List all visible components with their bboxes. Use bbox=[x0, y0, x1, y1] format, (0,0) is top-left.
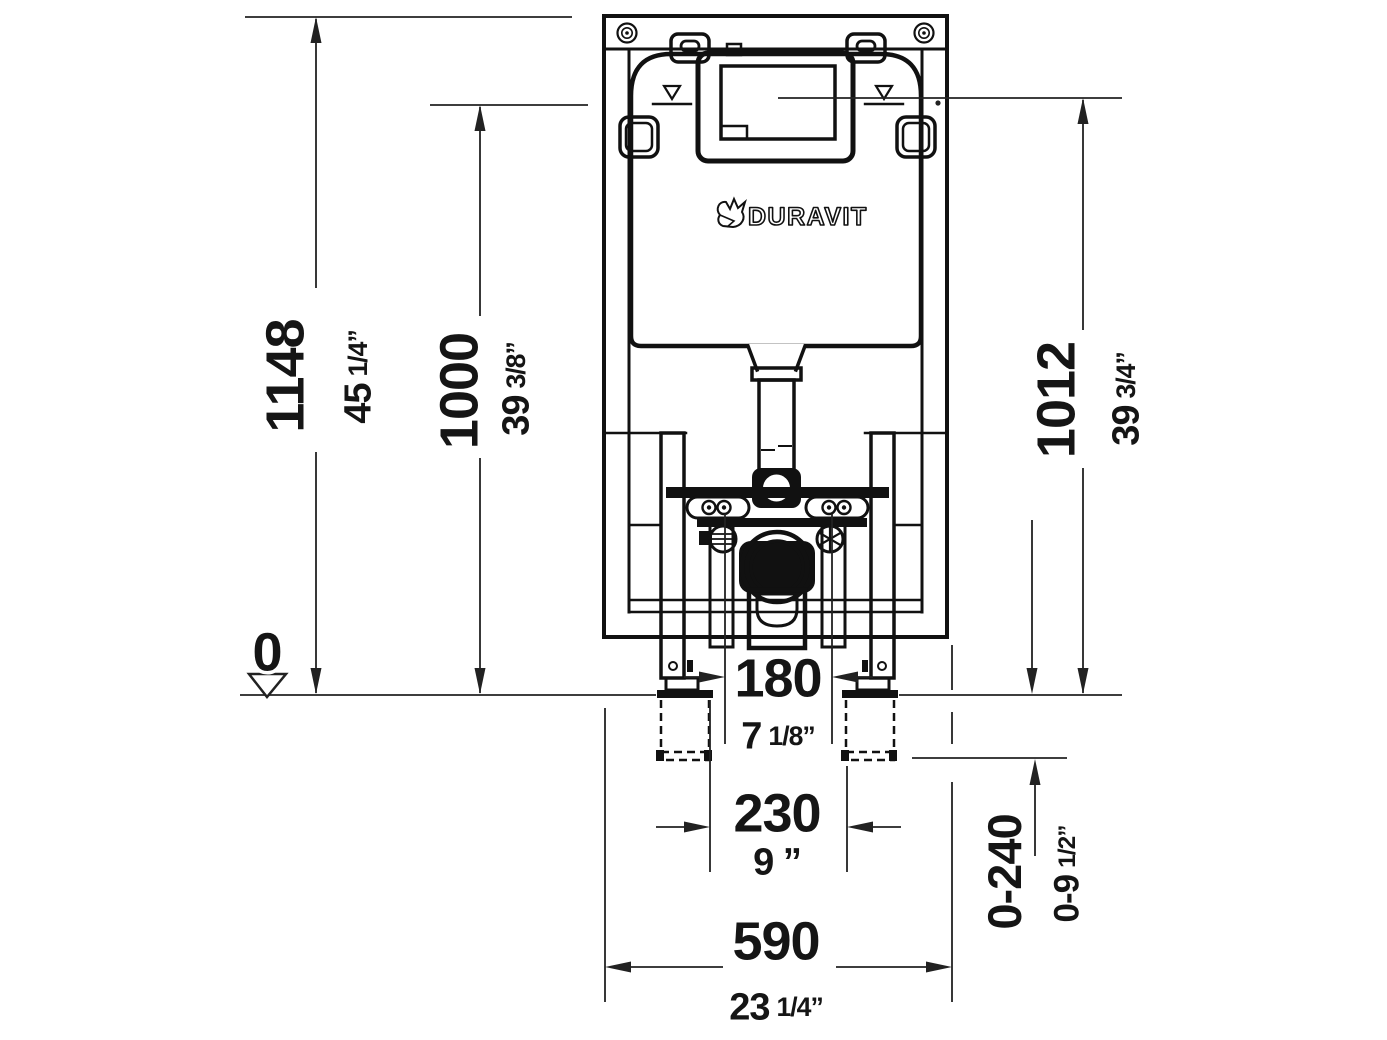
side-bracket bbox=[618, 115, 660, 159]
inspection-window bbox=[695, 50, 856, 164]
label-frame-width-mm: 590 bbox=[732, 911, 819, 971]
dimension-lines bbox=[240, 16, 1122, 1002]
left-support-channel bbox=[708, 516, 735, 649]
dimension-frame-width bbox=[604, 645, 953, 1002]
water-level-mark-icon bbox=[651, 84, 693, 106]
label-datum-zero: 0 bbox=[252, 622, 281, 682]
dimension-labels: 1148 451/4” 1000 393/8” 1012 393/4” 180 … bbox=[249, 316, 1151, 1032]
label-cistern-top-in: 393/8” bbox=[496, 342, 538, 436]
label-connector-spacing-mm: 180 bbox=[734, 648, 821, 708]
mounting-tab bbox=[669, 32, 711, 64]
foot-end-block bbox=[889, 750, 897, 761]
duravit-swan-wing-icon bbox=[719, 214, 736, 228]
dimension-cistern-top-height bbox=[474, 105, 486, 694]
fixing-bolt bbox=[815, 524, 845, 554]
mounting-rail bbox=[666, 487, 889, 649]
cistern: DURAVIT bbox=[618, 32, 937, 349]
bolt-plate bbox=[804, 495, 870, 520]
frame-outline bbox=[602, 14, 949, 639]
drain-outlet bbox=[755, 592, 799, 628]
label-cistern-top-mm: 1000 bbox=[429, 333, 489, 449]
brand-name: DURAVIT bbox=[748, 203, 868, 231]
foot-end-block bbox=[656, 750, 664, 761]
mounting-tab bbox=[845, 32, 887, 64]
left-foot-extended-outline bbox=[659, 700, 711, 762]
label-foot-adjustment-mm: 0-240 bbox=[978, 814, 1031, 929]
label-total-height-in: 451/4” bbox=[338, 330, 380, 424]
pipe-body bbox=[757, 378, 796, 472]
adjustable-feet bbox=[656, 660, 898, 762]
flush-pipe bbox=[745, 343, 808, 508]
side-bracket bbox=[895, 115, 937, 159]
corner-screw-icon bbox=[616, 22, 638, 44]
water-connector bbox=[699, 524, 738, 554]
dimension-foot-adjustment bbox=[1026, 520, 1041, 856]
right-leg bbox=[869, 431, 896, 680]
brand-logo: DURAVIT bbox=[716, 196, 868, 232]
rail-upper-band bbox=[666, 487, 889, 498]
bolt-plate bbox=[685, 495, 751, 520]
left-foot bbox=[657, 660, 713, 698]
label-fixing-spacing-in: 9 ” bbox=[753, 842, 801, 884]
rail-lower-band bbox=[697, 518, 867, 527]
drain-flange bbox=[739, 541, 815, 593]
dimension-actuator-height bbox=[1077, 98, 1089, 694]
label-actuator-in: 393/4” bbox=[1106, 352, 1148, 446]
datum-symbol-icon bbox=[246, 672, 289, 699]
drain-channel bbox=[746, 587, 808, 651]
dimension-connector-spacing bbox=[684, 514, 873, 744]
dimension-fixing-spacing bbox=[656, 700, 901, 872]
corner-screw-icon bbox=[913, 22, 935, 44]
cistern-body bbox=[628, 51, 924, 349]
label-actuator-mm: 1012 bbox=[1026, 342, 1086, 458]
label-foot-adjustment-in: 0-91/2” bbox=[1048, 826, 1087, 923]
drain-socket-outer bbox=[739, 529, 815, 605]
foot-end-block bbox=[841, 750, 849, 761]
right-foot bbox=[842, 660, 898, 698]
drain-assembly bbox=[739, 529, 815, 651]
foot-end-block bbox=[704, 750, 712, 761]
reference-dot bbox=[935, 100, 941, 106]
label-total-height-mm: 1148 bbox=[255, 319, 315, 432]
right-support-channel bbox=[820, 516, 847, 649]
dimension-total-height bbox=[310, 17, 322, 694]
label-fixing-spacing-mm: 230 bbox=[733, 783, 820, 843]
left-leg bbox=[659, 431, 686, 680]
right-foot-extended-outline bbox=[844, 700, 896, 762]
water-level-mark-icon bbox=[863, 84, 905, 106]
duravit-swan-icon bbox=[716, 196, 747, 229]
